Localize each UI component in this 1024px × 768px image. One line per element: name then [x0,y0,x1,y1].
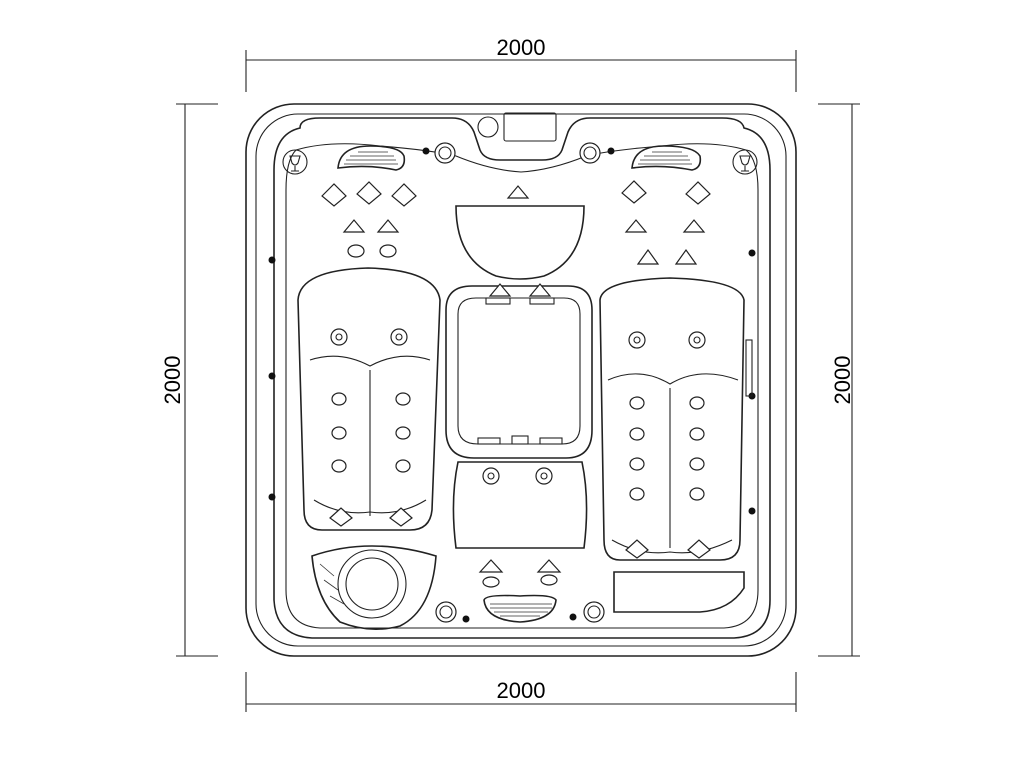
skimmer-circle [477,116,499,138]
jet-cluster-top-left [321,181,417,258]
left-dimension-label: 2000 [160,356,185,405]
right-dimension-label: 2000 [830,356,855,405]
led-light-icon [268,147,756,623]
top-dimension-label: 2000 [497,35,546,60]
left-dimension: 2000 [160,103,218,657]
air-control-icon [583,601,605,623]
filter-canister [311,545,437,630]
left-lounger-seat [297,267,441,531]
corner-step [613,339,753,613]
headrest-icon [483,594,557,623]
air-control-icon [435,601,457,623]
top-dimension: 2000 [245,35,797,92]
air-control-icon [434,142,456,164]
skimmer-box [503,112,557,142]
headrest-icon [337,145,406,171]
bottom-dimension-label: 2000 [497,678,546,703]
right-dimension: 2000 [818,103,860,657]
bottom-dimension: 2000 [245,672,797,712]
center-seat-bottom [452,461,588,588]
jet-cluster-top-right [506,180,711,265]
center-seat-top [455,205,585,280]
air-control-icon [579,142,601,164]
tub-shell [245,103,797,657]
wine-glass-icon [732,149,758,175]
right-lounger-seat [599,277,745,561]
wine-glass-icon [282,149,308,175]
center-footwell [445,283,593,459]
headrest-icon [631,145,702,171]
